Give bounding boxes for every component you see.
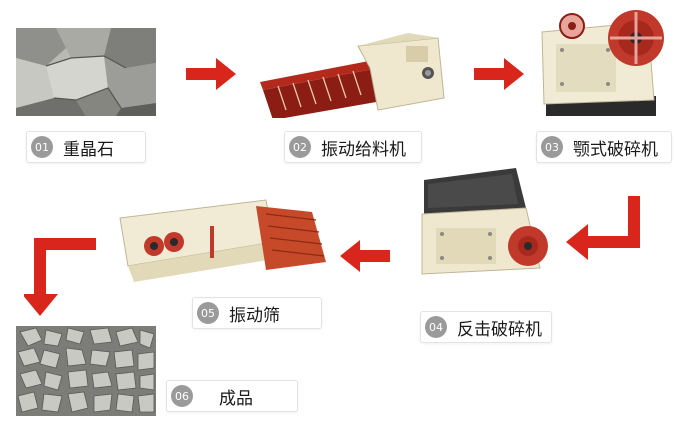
barite-ore-image — [16, 28, 156, 116]
step-name: 振动给料机 — [321, 139, 406, 160]
step-name: 成品 — [219, 388, 253, 409]
arrow-turn-left-icon — [566, 196, 640, 260]
arrow-right-icon — [186, 58, 236, 90]
step-label-06: 06 成品 — [166, 380, 298, 412]
step-name: 振动筛 — [229, 305, 280, 326]
step-name: 重晶石 — [63, 139, 114, 160]
vibrating-screen-image — [116, 196, 330, 284]
step-number-badge: 03 — [541, 136, 563, 158]
vibrating-feeder-image — [258, 28, 448, 118]
step-number-badge: 05 — [197, 302, 219, 324]
jaw-crusher-image — [536, 4, 672, 120]
finished-gravel-image — [16, 326, 156, 416]
step-label-01: 01 重晶石 — [26, 131, 146, 163]
step-number-badge: 02 — [289, 136, 311, 158]
step-number-badge: 01 — [31, 136, 53, 158]
arrow-left-icon — [340, 240, 390, 272]
arrow-turn-down-icon — [24, 238, 96, 316]
step-name: 反击破碎机 — [457, 319, 542, 340]
arrow-right-icon — [474, 58, 524, 90]
step-label-05: 05 振动筛 — [192, 297, 322, 329]
step-label-03: 03 颚式破碎机 — [536, 131, 672, 163]
impact-crusher-image — [416, 168, 552, 278]
step-number-badge: 04 — [425, 316, 447, 338]
step-number-badge: 06 — [171, 385, 193, 407]
step-label-02: 02 振动给料机 — [284, 131, 422, 163]
step-label-04: 04 反击破碎机 — [420, 311, 552, 343]
step-name: 颚式破碎机 — [573, 139, 658, 160]
